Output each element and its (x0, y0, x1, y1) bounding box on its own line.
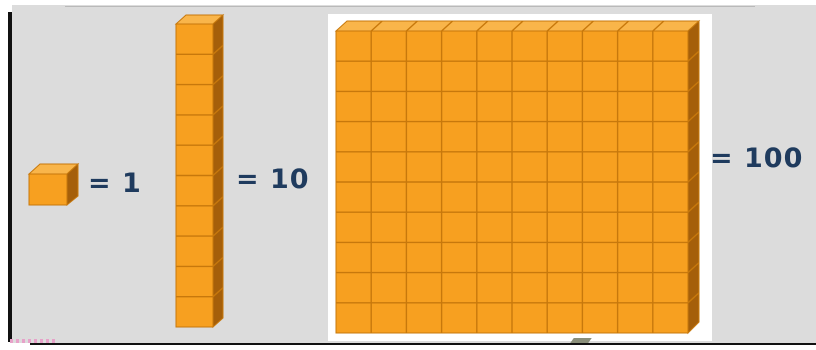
equals-hundred-label: = 100 (710, 143, 803, 174)
bottom-border (30, 343, 816, 345)
unit-cube (29, 164, 78, 205)
unit-cube-face (29, 174, 67, 205)
equals-one-label: = 1 (88, 168, 142, 199)
hundred-flat (336, 21, 699, 333)
corner-watermark (10, 339, 58, 343)
cursor-pointer-icon (570, 338, 592, 343)
ten-rod (176, 15, 223, 327)
equals-ten-label: = 10 (236, 164, 310, 195)
